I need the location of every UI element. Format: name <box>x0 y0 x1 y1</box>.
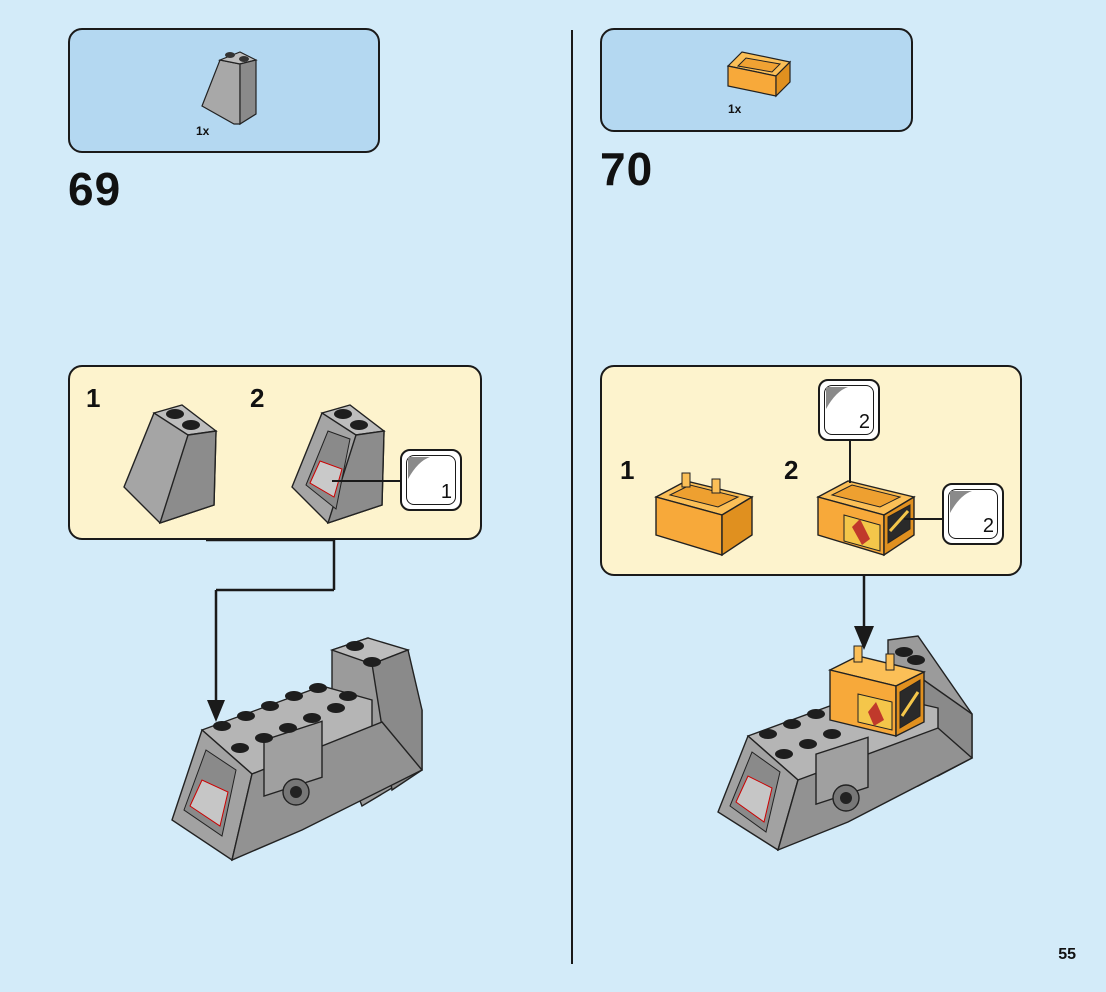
sticker-callout-2-top: 2 <box>818 379 880 441</box>
substep-number-1: 1 <box>86 383 101 413</box>
step-69-assembly <box>171 637 424 862</box>
sticker-leader-line-top <box>849 439 851 483</box>
orange-box-icon <box>726 51 792 98</box>
grey-slope-brick-icon <box>123 404 218 525</box>
substep-number-1: 1 <box>620 455 635 485</box>
orange-box-icon <box>654 472 754 557</box>
sticker-leader-line <box>332 480 402 482</box>
orange-box-with-stickers-icon <box>816 480 916 557</box>
step-69-parts-callout: 1x <box>68 28 380 153</box>
grey-slope-brick-icon <box>201 51 258 126</box>
substep-number-2: 2 <box>784 455 799 485</box>
sticker-number: 1 <box>440 481 452 503</box>
sticker-leader-line-right <box>904 518 944 520</box>
sticker-page-curl-icon <box>408 457 430 479</box>
step-70-arrow <box>854 574 874 650</box>
page-number: 55 <box>1058 946 1076 963</box>
part-quantity: 1x <box>196 124 210 138</box>
grey-slope-brick-with-sticker-icon <box>291 404 386 525</box>
sticker-page-curl-icon <box>950 491 972 513</box>
step-number-69: 69 <box>68 163 122 215</box>
sticker-page-curl-icon <box>826 387 848 409</box>
step-70-substep-callout: 1 2 2 2 <box>600 365 1022 576</box>
step-number-70: 70 <box>600 143 654 195</box>
sticker-callout-1: 1 <box>400 449 462 511</box>
step-70-assembly <box>717 635 974 852</box>
step-69-substep-callout: 1 2 1 <box>68 365 482 540</box>
sticker-number: 2 <box>858 411 870 433</box>
sticker-callout-2-right: 2 <box>942 483 1004 545</box>
part-quantity: 1x <box>728 102 742 116</box>
step-69-arrow <box>206 538 336 722</box>
step-divider <box>571 30 573 964</box>
substep-number-2: 2 <box>250 383 265 413</box>
step-70-parts-callout: 1x <box>600 28 913 132</box>
sticker-number: 2 <box>982 515 994 537</box>
